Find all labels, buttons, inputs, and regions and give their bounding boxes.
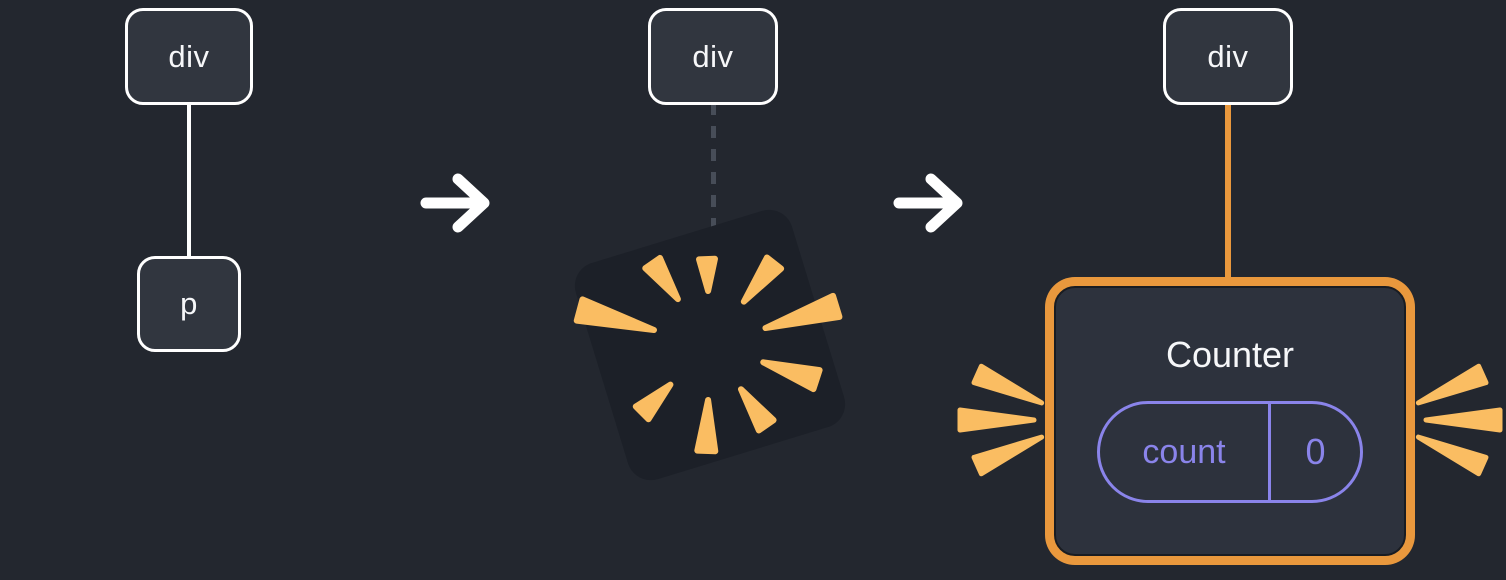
- dom-node-div-step3: div: [1163, 8, 1293, 105]
- counter-panel: Counter count 0: [1054, 286, 1406, 556]
- counter-title: Counter: [1165, 334, 1295, 375]
- state-value: 0: [1305, 431, 1326, 472]
- edge-div-to-p: [187, 100, 191, 260]
- arrow-right-icon: [420, 173, 490, 233]
- state-label-cell: count: [1100, 404, 1271, 500]
- counter-component: Counter count 0: [1045, 277, 1415, 565]
- spark-right-icon: [1415, 363, 1503, 477]
- spark-left-icon: [957, 363, 1045, 477]
- dom-node-div-step1: div: [125, 8, 253, 105]
- node-label: p: [180, 286, 198, 321]
- dom-node-div-step2: div: [648, 8, 778, 105]
- node-label: div: [1207, 38, 1249, 74]
- dom-node-p-step1: p: [137, 256, 241, 352]
- arrow-right-icon: [893, 173, 963, 233]
- edge-dashed-pending: [711, 103, 716, 233]
- state-value-cell: 0: [1271, 404, 1360, 500]
- node-label: div: [692, 38, 734, 74]
- state-pill: count 0: [1097, 401, 1363, 503]
- render-burst-icon: [573, 254, 843, 455]
- node-label: div: [168, 38, 210, 74]
- state-label: count: [1142, 432, 1226, 471]
- edge-div-to-counter: [1225, 103, 1231, 285]
